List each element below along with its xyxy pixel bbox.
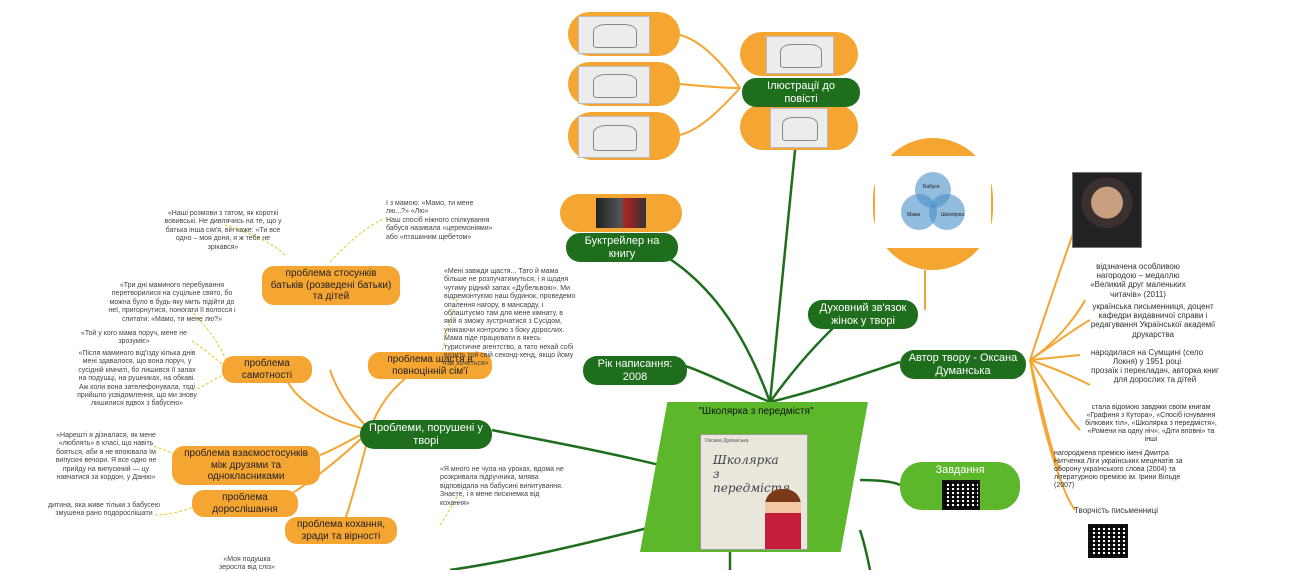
venn-label-b: Мама	[907, 212, 921, 218]
problem-friends-node[interactable]: проблема взаємостосунків між друзями та …	[172, 446, 320, 485]
creativity-qr-code[interactable]	[1088, 524, 1128, 558]
link-center-task	[859, 478, 901, 487]
author-fact-genre: прозаїк і перекладач, авторка книг для д…	[1091, 366, 1219, 385]
illustration-image	[770, 108, 828, 148]
author-creativity-label[interactable]: Творчість письменниці	[1074, 506, 1158, 515]
task-qr-code[interactable]	[942, 480, 980, 510]
illustration-pill-5[interactable]	[740, 104, 858, 150]
quote-bottom: «Моя подушка зеросла від сліз»	[219, 556, 275, 572]
illustrations-node[interactable]: Ілюстрації до повісті	[742, 78, 860, 108]
illustration-pill-1[interactable]	[568, 12, 680, 56]
booktrailer-pill[interactable]	[560, 194, 682, 232]
author-fact-books: стала відомою завдяки своїм книгам «Граф…	[1085, 404, 1217, 444]
author-fact-profession: українська письменниця, доцент кафедри в…	[1090, 302, 1216, 339]
author-photo	[1072, 172, 1142, 248]
link-center-author	[769, 360, 901, 404]
booktrailer-node[interactable]: Буктрейлер на книгу	[566, 233, 678, 263]
problem-love-node[interactable]: проблема кохання, зради та вірності	[285, 517, 397, 544]
illustration-image	[578, 116, 650, 158]
book-cover: Оксана Думанська Школярка з передмістя	[700, 434, 808, 550]
illustration-image	[766, 36, 834, 74]
problem-parents-node[interactable]: проблема стосунків батьків (розведені ба…	[262, 266, 400, 305]
problem-growing-node[interactable]: проблема дорослішання	[192, 490, 298, 517]
task-node[interactable]: Завдання	[900, 462, 1020, 510]
task-label: Завдання	[935, 464, 985, 476]
center-title: "Школярка з передмістя"	[698, 406, 814, 417]
venn-label-a: Бабуся	[923, 184, 940, 190]
quote-friends: «Нарешті я дізналася, як мене «люблять» …	[55, 432, 157, 481]
illustration-pill-4[interactable]	[740, 32, 858, 76]
spiritual-node[interactable]: Духовний зв'язок жінок у творі	[808, 300, 918, 330]
year-node[interactable]: Рік написання: 2008	[583, 356, 687, 386]
cover-title: Школярка з передмістя	[713, 453, 791, 495]
cover-author: Оксана Думанська	[705, 438, 749, 444]
link-center-problems	[491, 428, 681, 472]
venn-diagram: Бабуся Мама Школярка	[875, 156, 991, 248]
problem-happiness-node[interactable]: проблема щастя в повноцінній сім'ї	[368, 352, 492, 379]
author-node[interactable]: Автор твору - Оксана Думанська	[900, 350, 1026, 380]
illustration-pill-3[interactable]	[568, 112, 680, 160]
problem-loneliness-node[interactable]: проблема самотності	[222, 356, 312, 383]
link-center-bottom-right	[858, 529, 872, 570]
venn-label-c: Школярка	[941, 212, 964, 218]
illustration-image	[578, 16, 650, 54]
venn-svg	[901, 172, 965, 230]
quote-love: «Я много не чула на уроках, вдома не роз…	[440, 466, 564, 507]
center-node[interactable]: "Школярка з передмістя" Оксана Думанська…	[640, 402, 868, 552]
quote-loneliness-3: «Після маминого від'їзду кілька днів мен…	[77, 350, 197, 408]
author-fact-birth: народилася на Сумщині (село Локня) у 195…	[1090, 348, 1204, 367]
link-center-year	[684, 364, 771, 404]
illustration-image	[578, 66, 650, 104]
quote-happiness: «Мені завжди щастя... Тато й мама більше…	[444, 268, 576, 368]
author-fact-prizes: нагороджена премією імені Дмитра Нитченк…	[1054, 450, 1183, 490]
author-fact-award: відзначена особливою нагородою – медаллю…	[1090, 262, 1186, 299]
cover-girl	[765, 489, 801, 549]
quote-parents-1: «Наші розмови з татом, як короткі вовивс…	[164, 210, 282, 251]
quote-growing: дитина, яка живе тільки з бабусею змушен…	[48, 502, 160, 518]
quote-loneliness-2: «Той у кого мама поруч, мене не зрозуміє…	[80, 330, 188, 346]
problems-node[interactable]: Проблеми, порушені у творі	[360, 420, 492, 450]
quote-parents-2: І з мамою: «Мамо, ти мене лю...?» «Лю» Н…	[386, 200, 493, 241]
booktrailer-thumbnail	[596, 198, 646, 228]
spiritual-pill[interactable]: Бабуся Мама Школярка	[873, 138, 993, 270]
quote-loneliness-1: «Три дні маминого перебування перетворил…	[108, 282, 236, 323]
illustration-pill-2[interactable]	[568, 62, 680, 106]
